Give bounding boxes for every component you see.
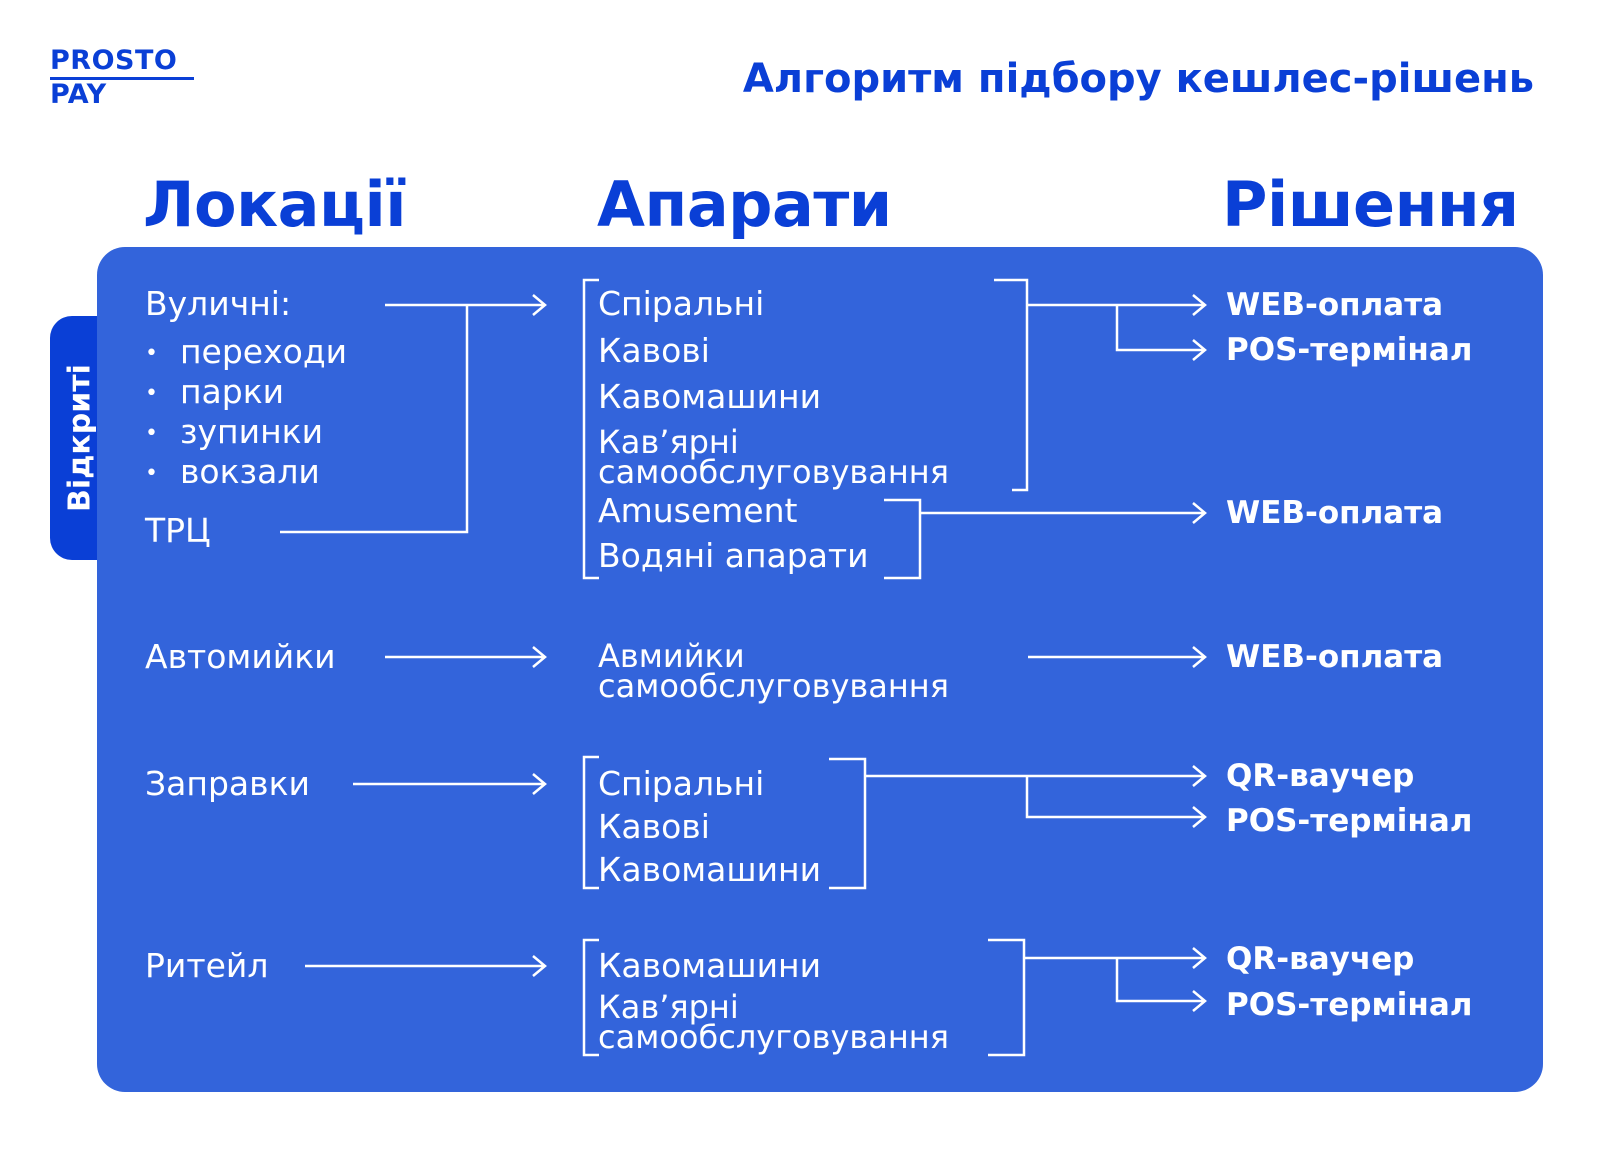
connector-mall	[280, 305, 469, 534]
location-mall: ТРЦ	[145, 511, 211, 550]
location-street-item: •зупинки	[145, 412, 324, 451]
location-carwash: Автомийки	[145, 637, 336, 676]
solution-pos-terminal: POS-термінал	[1226, 987, 1473, 1023]
arrow-street-to-devices	[385, 294, 547, 316]
location-street-item: •вокзали	[145, 452, 320, 491]
solution-qr-voucher: QR-ваучер	[1226, 758, 1415, 794]
bracket-retail-devices-right	[988, 938, 1026, 1057]
bracket-outdoor-devices-right-a	[994, 278, 1029, 492]
device-item: Кавові	[598, 807, 710, 846]
device-item: Кавові	[598, 331, 710, 370]
location-gas-station: Заправки	[145, 764, 310, 803]
location-retail: Ритейл	[145, 946, 269, 985]
location-street-item: •переходи	[145, 332, 348, 371]
device-item: самообслуговування	[598, 453, 949, 491]
arrow-retail-to-devices	[305, 955, 547, 977]
arrow-gas-to-pos	[1025, 776, 1207, 828]
street-item-label: вокзали	[179, 452, 320, 491]
device-item: Водяні апарати	[598, 536, 869, 575]
diagram-panel	[97, 247, 1543, 1092]
location-street: Вуличні:	[145, 284, 292, 323]
device-item: Кавомашини	[598, 850, 822, 889]
column-header-locations: Локації	[143, 168, 406, 241]
device-item: Кавомашини	[598, 946, 822, 985]
street-item-label: зупинки	[179, 412, 324, 451]
solution-pos-terminal: POS-термінал	[1226, 332, 1473, 368]
bracket-gas-devices-left	[582, 755, 599, 890]
arrow-to-pos-terminal-1	[1115, 305, 1207, 361]
column-header-devices: Апарати	[597, 168, 892, 241]
page-title: Алгоритм підбору кешлес-рішень	[742, 56, 1534, 102]
device-item: Amusement	[598, 491, 798, 530]
arrow-carwash-to-web	[1028, 646, 1207, 668]
device-item: Кавомашини	[598, 377, 822, 416]
device-item: Спіральні	[598, 284, 765, 323]
solution-pos-terminal: POS-термінал	[1226, 803, 1473, 839]
device-item: Кав’ярні	[598, 988, 739, 1026]
solution-web-payment: WEB-оплата	[1226, 495, 1444, 531]
bracket-outdoor-devices-left	[582, 278, 599, 580]
arrow-retail-to-pos	[1115, 958, 1207, 1012]
bracket-retail-devices-left	[582, 938, 599, 1057]
device-item: Авмийки	[598, 637, 745, 675]
device-item: Кав’ярні	[598, 423, 739, 461]
arrow-carwash-to-device	[385, 646, 547, 668]
logo: PROSTO PAY	[50, 46, 194, 110]
street-item-label: парки	[179, 372, 285, 411]
logo-line-2: PAY	[50, 79, 107, 110]
logo-line-1: PROSTO	[50, 46, 194, 80]
arrow-gas-to-qr	[865, 765, 1207, 787]
device-item: самообслуговування	[598, 667, 949, 705]
arrow-retail-to-qr	[1024, 947, 1207, 969]
location-street-item: •парки	[145, 372, 285, 411]
solution-qr-voucher: QR-ваучер	[1226, 941, 1415, 977]
bracket-gas-devices-right	[829, 757, 867, 890]
street-item-label: переходи	[179, 332, 348, 371]
arrow-to-web-payment-2	[920, 502, 1207, 524]
device-item: Спіральні	[598, 764, 765, 803]
arrow-gas-to-devices	[353, 773, 547, 795]
device-item: самообслуговування	[598, 1018, 949, 1056]
column-header-solutions: Рішення	[1222, 168, 1519, 241]
bracket-outdoor-devices-right-b	[884, 498, 922, 580]
solution-web-payment: WEB-оплата	[1226, 287, 1444, 323]
solution-web-payment: WEB-оплата	[1226, 639, 1444, 675]
